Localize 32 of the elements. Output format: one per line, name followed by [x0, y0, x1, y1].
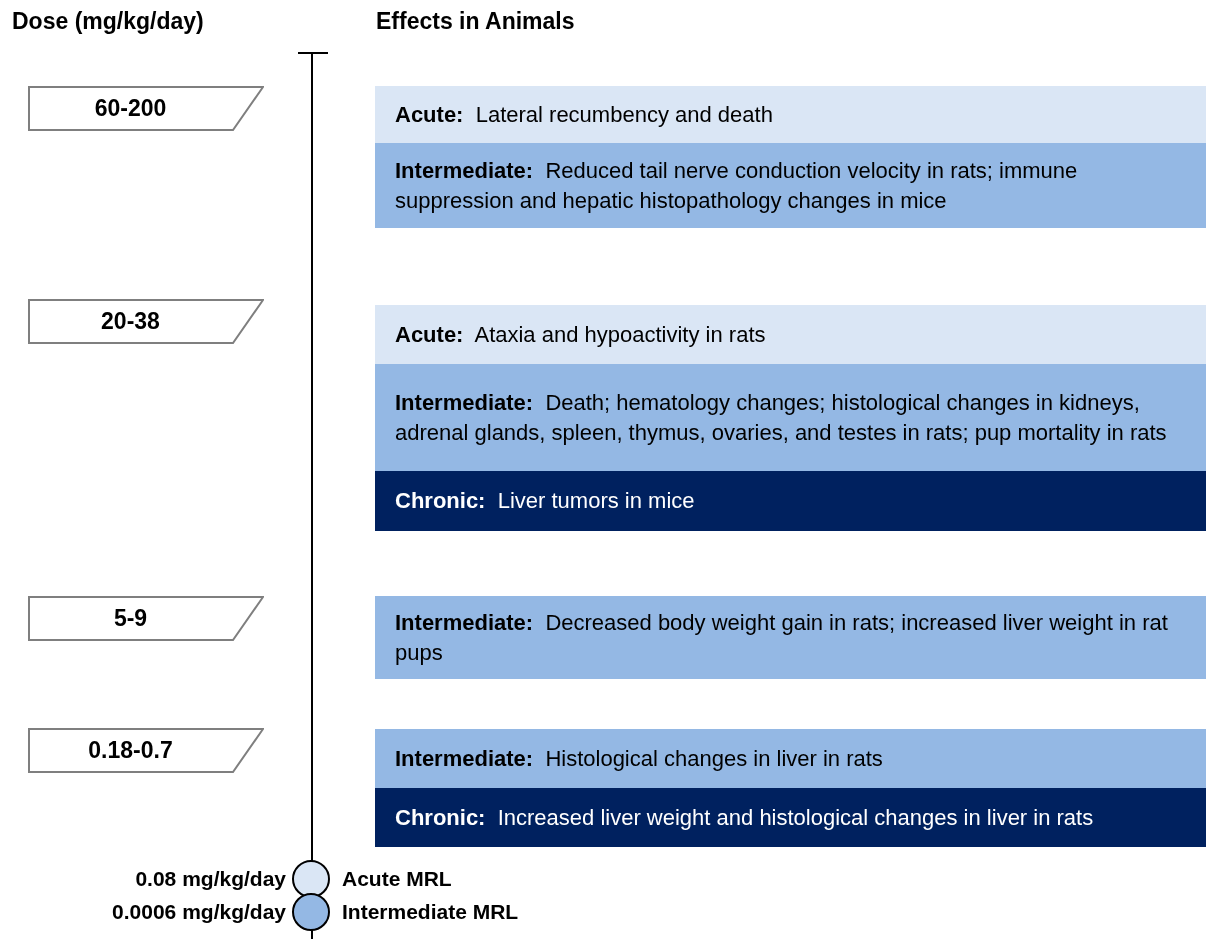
column-heading: Effects in Animals — [376, 8, 575, 35]
effect-box — [375, 143, 1206, 228]
effect-text: Chronic: Increased liver weight and histological changes in liver in rats — [395, 803, 1094, 832]
dose-tag — [28, 596, 264, 641]
dose-value: 20-38 — [100, 307, 161, 336]
column-heading: Dose (mg/kg/day) — [12, 8, 204, 35]
dose-value: 60-200 — [93, 94, 168, 123]
dose-value: 5-9 — [112, 604, 149, 633]
dose-value: 0.18-0.7 — [87, 736, 174, 765]
dose-tag — [28, 728, 264, 773]
mrl-dose: 0.08 mg/kg/day — [135, 866, 286, 892]
mrl-dose: 0.0006 mg/kg/day — [112, 899, 286, 925]
effect-text: Acute: Lateral recumbency and death — [395, 100, 773, 129]
effect-text: Acute: Ataxia and hypoactivity in rats — [395, 320, 766, 349]
mrl-circle — [292, 860, 330, 898]
mrl-label: Acute MRL — [342, 866, 452, 892]
effect-text: Intermediate: Death; hematology changes; histological changes in kidneys, adrenal glands, spleen, thymus, ovaries, and testes in rats; pup mortality in rats — [395, 388, 1168, 447]
effect-box — [375, 788, 1206, 847]
effect-text: Intermediate: Decreased body weight gain in rats; increased liver weight in rat pups — [395, 608, 1169, 667]
dose-tag — [28, 86, 264, 131]
effect-box — [375, 305, 1206, 364]
effect-text: Intermediate: Histological changes in liver in rats — [395, 744, 883, 773]
dose-tag — [28, 299, 264, 344]
mrl-label: Intermediate MRL — [342, 899, 519, 925]
effect-box — [375, 596, 1206, 679]
effect-box — [375, 86, 1206, 143]
effect-box — [375, 729, 1206, 788]
effect-text: Intermediate: Reduced tail nerve conduction velocity in rats; immune suppression and hepatic histopathology changes in mice — [395, 156, 1079, 215]
mrl-circle — [292, 893, 330, 931]
effect-box — [375, 471, 1206, 531]
effect-box — [375, 364, 1206, 471]
effect-text: Chronic: Liver tumors in mice — [395, 487, 695, 515]
